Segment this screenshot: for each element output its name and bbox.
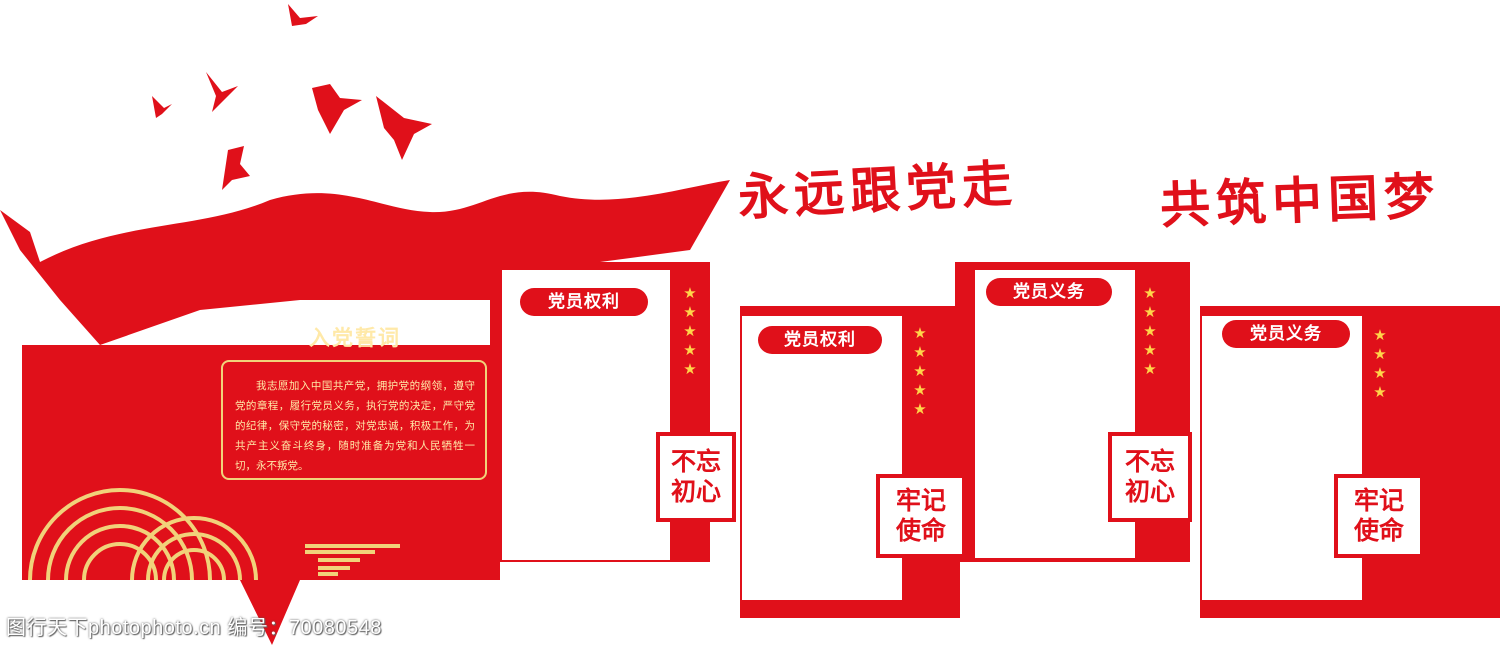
panel-1-badge-line1: 不忘 xyxy=(670,447,721,476)
panel-2-label: 党员权利 xyxy=(758,326,882,354)
panel-4-badge-line2: 使命 xyxy=(1353,516,1404,545)
star-icon: ★★★★ xyxy=(1373,326,1387,401)
panel-3-badge: 不忘 初心 xyxy=(1108,432,1192,522)
panel-3-badge-line2: 初心 xyxy=(1124,477,1175,506)
panel-3-label: 党员义务 xyxy=(986,278,1112,306)
panel-4-label: 党员义务 xyxy=(1222,320,1350,348)
star-icon: ★★★★★ xyxy=(683,284,697,378)
star-icon: ★★★★★ xyxy=(1143,284,1157,378)
slogan-line-1: 永远跟党走 xyxy=(736,153,1020,227)
star-icon: ★★★★★ xyxy=(913,324,927,418)
cloud-pattern-icon xyxy=(28,488,400,581)
oath-text: 我志愿加入中国共产党，拥护党的纲领，遵守党的章程，履行党员义务，执行党的决定，严… xyxy=(221,360,487,480)
panel-2-badge: 牢记 使命 xyxy=(876,474,966,558)
panel-1-badge: 不忘 初心 xyxy=(656,432,736,522)
slogan-line-2: 共筑中国梦 xyxy=(1159,166,1441,235)
watermark: 图行天下photophoto.cn 编号：70080548 xyxy=(6,617,382,639)
panel-1-label: 党员权利 xyxy=(520,288,648,316)
oath-title: 入党誓词 xyxy=(309,326,401,350)
panel-2-badge-line1: 牢记 xyxy=(895,486,946,515)
panel-4-badge: 牢记 使命 xyxy=(1334,474,1424,558)
flag-icon xyxy=(0,180,730,645)
dove-icon xyxy=(152,4,432,190)
panel-2-badge-line2: 使命 xyxy=(895,516,946,545)
panel-4-badge-line1: 牢记 xyxy=(1353,486,1404,515)
panel-3-badge-line1: 不忘 xyxy=(1124,447,1175,476)
panel-1-badge-line2: 初心 xyxy=(670,477,721,506)
